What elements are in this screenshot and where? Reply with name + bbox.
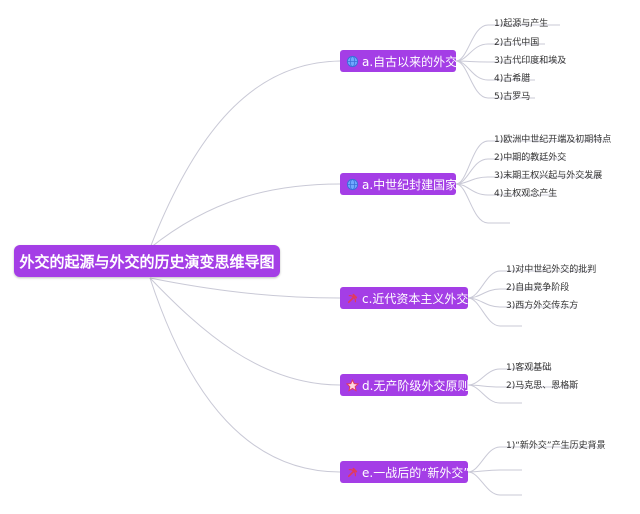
branch-3-leaf-1[interactable]: 1)对中世纪外交的批判 (506, 265, 597, 275)
connector-root-branch-4 (149, 277, 341, 386)
connector-branch-2-leaf-4 (455, 183, 556, 196)
connector-branch-5-leaf-3 (467, 471, 522, 496)
branch-node-4-label: d.无产阶级外交原则 (362, 378, 470, 393)
connector-branch-3-leaf-1 (467, 270, 592, 299)
connector-branch-1-leaf-2 (455, 43, 545, 62)
branch-node-2-label: a.中世纪封建国家 (362, 177, 458, 192)
branch-3-leaf-2[interactable]: 2)自由竞争阶段 (506, 283, 570, 293)
branch-node-5-label: e.一战后的“新外交” (362, 465, 470, 480)
branch-1-leaf-2[interactable]: 2)古代中国 (494, 38, 540, 48)
hammer-sickle-icon (346, 291, 359, 305)
connector-root-branch-5 (149, 277, 341, 473)
connector-root-branch-1 (149, 60, 341, 249)
branch-node-2[interactable]: a.中世纪封建国家 (340, 173, 458, 195)
connector-branch-4-leaf-1 (467, 368, 552, 386)
branch-node-5[interactable]: e.一战后的“新外交” (340, 461, 470, 483)
connector-branch-5-leaf-2 (467, 469, 522, 473)
branch-1-leaf-4[interactable]: 4)古希腊 (494, 74, 531, 84)
branch-node-1-label: a.自古以来的外交 (362, 54, 458, 69)
branch-node-1[interactable]: a.自古以来的外交 (340, 50, 458, 72)
branch-2-leaf-1[interactable]: 1)欧洲中世纪开端及初期特点 (494, 135, 612, 145)
branch-3-leaf-3[interactable]: 3)西方外交传东方 (506, 301, 579, 311)
root-topic-label: 外交的起源与外交的历史演变思维导图 (19, 252, 275, 271)
connector-branch-1-leaf-1 (455, 24, 560, 62)
branch-1-leaf-1[interactable]: 1)起源与产生 (494, 19, 549, 29)
connector-branch-2-leaf-5 (455, 183, 510, 224)
branch-4-leaf-2[interactable]: 2)马克思、恩格斯 (506, 381, 579, 391)
branch-node-3-label: c.近代资本主义外交 (362, 291, 469, 306)
connector-root-branch-3 (149, 277, 341, 299)
branch-2-leaf-3[interactable]: 3)末期王权兴起与外交发展 (494, 171, 603, 181)
connector-branch-2-leaf-3 (455, 176, 600, 185)
connector-branch-4-leaf-3 (467, 384, 522, 404)
star-icon (346, 378, 359, 392)
connector-branch-5-leaf-1 (467, 446, 602, 473)
connector-branch-3-leaf-2 (467, 288, 556, 299)
connector-branch-1-leaf-5 (455, 60, 535, 99)
branch-2-leaf-4[interactable]: 4)主权观念产生 (494, 189, 558, 199)
branch-1-leaf-3[interactable]: 3)古代印度和埃及 (494, 56, 567, 66)
branch-5-leaf-1[interactable]: 1)“新外交”产生历史背景 (506, 441, 606, 451)
connector-branch-2-leaf-2 (455, 158, 566, 185)
branch-1-leaf-5[interactable]: 5)古罗马 (494, 92, 531, 102)
globe-icon (346, 177, 359, 191)
connector-root-branch-2 (149, 183, 341, 249)
globe-icon (346, 54, 359, 68)
connector-branch-3-leaf-4 (467, 297, 522, 327)
root-topic[interactable]: 外交的起源与外交的历史演变思维导图 (14, 245, 280, 277)
branch-4-leaf-1[interactable]: 1)客观基础 (506, 363, 552, 373)
connector-branch-1-leaf-3 (455, 60, 565, 63)
branch-node-3[interactable]: c.近代资本主义外交 (340, 287, 468, 309)
hammer-sickle-icon (346, 465, 359, 479)
branch-node-4[interactable]: d.无产阶级外交原则 (340, 374, 470, 396)
connector-branch-2-leaf-1 (455, 140, 608, 185)
branch-2-leaf-2[interactable]: 2)中期的教廷外交 (494, 153, 567, 163)
